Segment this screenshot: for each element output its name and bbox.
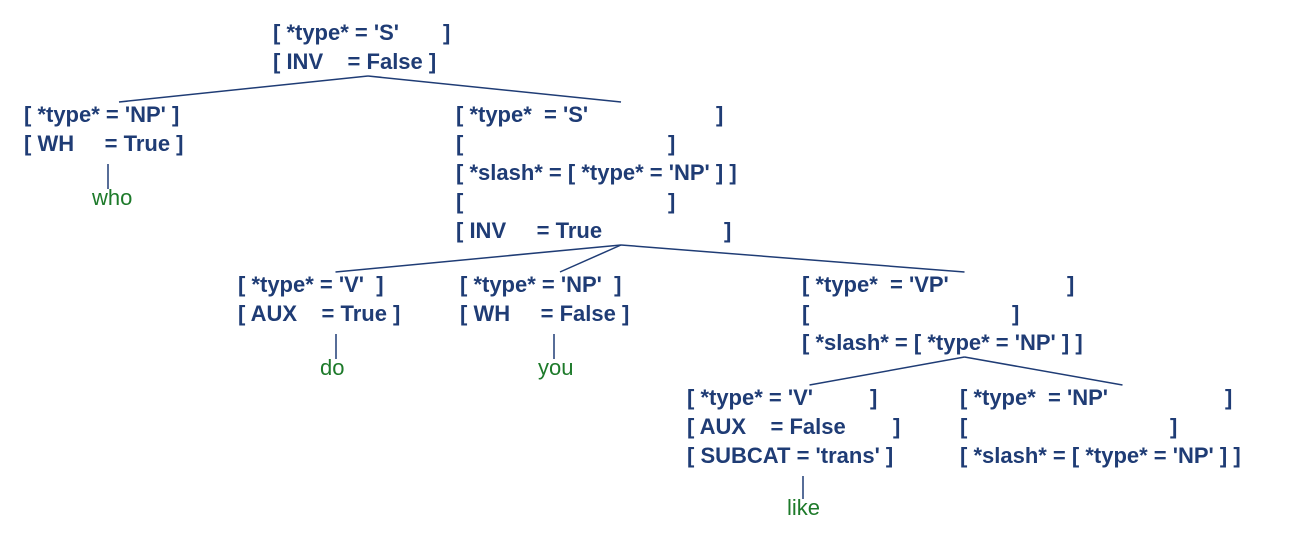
closing-bracket: ] <box>724 218 732 243</box>
feature-line: [ *type* = 'S' <box>273 20 400 45</box>
feature-line: [ <box>960 414 968 439</box>
tree-edge <box>620 244 965 273</box>
tree-edge <box>367 75 622 103</box>
closing-bracket: ] <box>668 131 676 156</box>
tree-edge <box>559 244 622 273</box>
closing-bracket: ] <box>1225 385 1233 410</box>
feature-line: [ *type* = 'NP' <box>960 385 1109 410</box>
leaf-word: you <box>538 355 574 380</box>
tree-edge <box>335 244 622 273</box>
feature-line: [ AUX = False <box>687 414 846 439</box>
tree-edge <box>118 75 369 103</box>
tree-edge <box>964 356 1123 386</box>
feature-line: [ INV = False ] <box>273 49 437 74</box>
closing-bracket: ] <box>1067 272 1075 297</box>
feature-line: [ *slash* = [ *type* = 'NP' ] ] <box>456 160 737 185</box>
feature-line: [ *type* = 'V' ] <box>238 272 384 297</box>
leaf-word: like <box>787 495 821 520</box>
feature-line: [ INV = True <box>456 218 603 243</box>
feature-line: [ *type* = 'NP' ] <box>24 102 180 127</box>
closing-bracket: ] <box>1012 301 1020 326</box>
feature-line: [ *type* = 'VP' <box>802 272 949 297</box>
feature-line: [ *type* = 'V' <box>687 385 814 410</box>
closing-bracket: ] <box>1170 414 1178 439</box>
feature-line: [ <box>802 301 810 326</box>
closing-bracket: ] <box>668 189 676 214</box>
tree-edge <box>809 356 965 386</box>
closing-bracket: ] <box>716 102 724 127</box>
feature-line: [ AUX = True ] <box>238 301 401 326</box>
closing-bracket: ] <box>443 20 451 45</box>
feature-line: [ WH = True ] <box>24 131 184 156</box>
feature-line: [ *slash* = [ *type* = 'NP' ] ] <box>960 443 1241 468</box>
leaf-word: who <box>92 185 133 210</box>
feature-line: [ *type* = 'NP' ] <box>460 272 622 297</box>
closing-bracket: ] <box>893 414 901 439</box>
feature-line: [ *slash* = [ *type* = 'NP' ] ] <box>802 330 1083 355</box>
feature-line: [ <box>456 189 464 214</box>
feature-line: [ SUBCAT = 'trans' ] <box>687 443 894 468</box>
feature-line: [ WH = False ] <box>460 301 630 326</box>
feature-line: [ <box>456 131 464 156</box>
feature-line: [ *type* = 'S' <box>456 102 589 127</box>
closing-bracket: ] <box>870 385 878 410</box>
leaf-word: do <box>320 355 345 380</box>
